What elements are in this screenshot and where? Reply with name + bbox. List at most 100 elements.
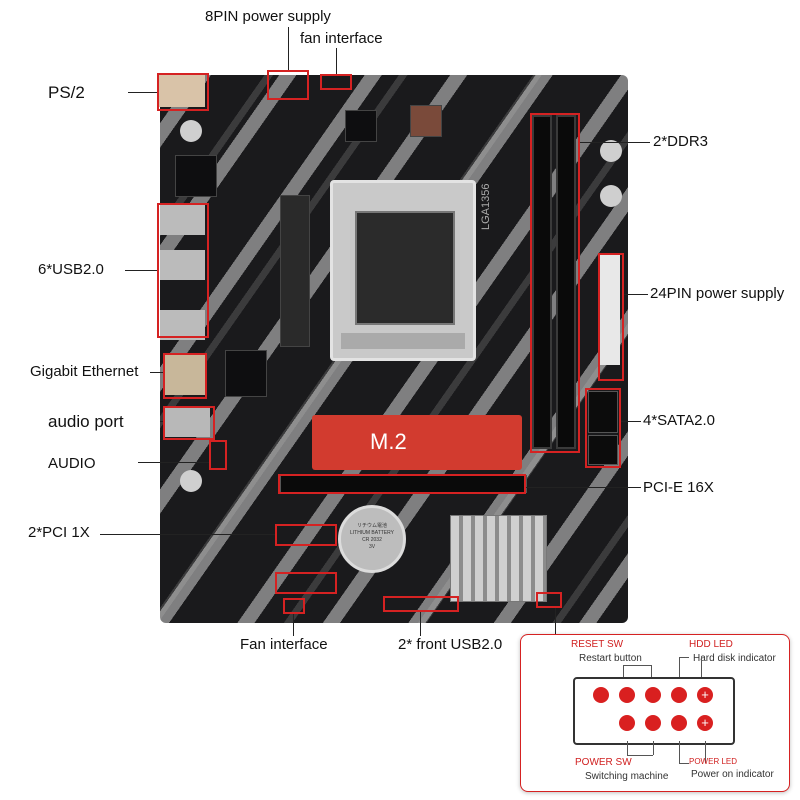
line-front-panel (555, 608, 556, 634)
power-led-label: POWER LED (689, 757, 738, 766)
sata-port (588, 435, 618, 465)
label-usb: 6*USB2.0 (38, 261, 104, 278)
line-pcie (526, 487, 641, 488)
line-ethernet (150, 372, 163, 373)
power-sw-label: POWER SW (575, 757, 632, 768)
ethernet-port (165, 355, 205, 395)
pin (671, 715, 687, 731)
24pin-connector (600, 255, 620, 365)
reset-sw-label: RESET SW (571, 639, 624, 650)
front-panel-box (536, 592, 562, 608)
usb-port (160, 205, 205, 235)
bracket-pled (679, 763, 689, 764)
label-sata: 4*SATA2.0 (643, 412, 715, 429)
line-pci1x (100, 534, 275, 535)
bracket-reset-l (623, 665, 624, 677)
ethernet-box (163, 353, 207, 399)
pin (645, 715, 661, 731)
line-usb (125, 270, 157, 271)
cpu-socket (330, 180, 476, 361)
audio-header-box (209, 440, 227, 470)
chip (225, 350, 267, 397)
line-audio (138, 462, 209, 463)
pin (619, 687, 635, 703)
ps2-port (157, 75, 205, 107)
pin (593, 687, 609, 703)
hdd-led-label: HDD LED (689, 639, 733, 650)
label-audio-port: audio port (48, 412, 124, 431)
pin (671, 687, 687, 703)
line-ps2 (128, 92, 157, 93)
pin (619, 715, 635, 731)
power-on-indicator-label: Power on indicator (691, 769, 774, 780)
ddr3-box (530, 113, 580, 453)
label-pci1x: 2*PCI 1X (28, 524, 90, 541)
battery-text-3: CR 2032 (362, 537, 382, 543)
capacitor (600, 140, 622, 162)
pci1x-box-1 (275, 524, 337, 546)
switching-machine-label: Switching machine (585, 771, 669, 782)
front-panel-diagram: RESET SW Restart button HDD LED Hard dis… (520, 634, 790, 792)
chip (175, 155, 217, 197)
bracket-reset-r (651, 665, 652, 677)
pin-plus-icon: + (697, 687, 713, 703)
bracket-hdd-r (701, 657, 702, 677)
battery-text-1: リチウム電池 (356, 523, 387, 529)
label-audio: AUDIO (48, 455, 96, 472)
label-8pin: 8PIN power supply (205, 8, 331, 25)
pin-header (573, 677, 735, 745)
line-fan-top (336, 48, 337, 74)
line-fan-bottom (293, 614, 294, 636)
capacitor (180, 120, 202, 142)
line-8pin (288, 27, 289, 70)
24pin-box (598, 253, 624, 381)
label-24pin: 24PIN power supply (650, 285, 785, 302)
label-fan-interface-bottom: Fan interface (240, 636, 328, 653)
chip (410, 105, 442, 137)
battery-text-2: LITHIUM BATTERY (350, 530, 394, 536)
label-ethernet: Gigabit Ethernet (30, 363, 139, 380)
line-24pin (624, 294, 648, 295)
bracket-hdd (679, 657, 689, 658)
audio-port-box (163, 406, 215, 440)
8pin-box (267, 70, 309, 100)
ddr3-slot (556, 115, 576, 449)
chipset-heatsink (450, 515, 547, 602)
pcie-box (278, 474, 526, 494)
pci1x-box-2 (275, 572, 337, 594)
pin-plus-icon: + (697, 715, 713, 731)
capacitor (600, 185, 622, 207)
bracket-pled-l (679, 741, 680, 763)
cmos-battery: リチウム電池 LITHIUM BATTERY CR 2032 3V (338, 505, 406, 573)
battery-text-4: 3V (368, 544, 376, 550)
fan-bottom-box (283, 598, 305, 614)
usb-port (160, 310, 205, 340)
label-pcie: PCI-E 16X (643, 479, 714, 496)
chip (280, 195, 310, 347)
bracket-power-r (653, 741, 654, 755)
sata-port (588, 391, 618, 433)
ps2-box (157, 73, 209, 111)
usb-port (160, 250, 205, 280)
ddr3-slot (532, 115, 552, 449)
label-front-usb: 2* front USB2.0 (398, 636, 503, 653)
m2-label: M.2 (370, 429, 407, 454)
bracket-power-l (627, 741, 628, 755)
fan-top-box (320, 74, 352, 90)
m2-slot: M.2 (312, 415, 522, 470)
chip (345, 110, 377, 142)
bracket-reset (623, 665, 651, 666)
hard-disk-indicator-label: Hard disk indicator (693, 653, 776, 664)
bracket-hdd-l (679, 657, 680, 677)
line-sata (621, 421, 641, 422)
line-audio-port (160, 421, 163, 422)
line-front-usb (420, 612, 421, 636)
audio-jack (165, 407, 210, 437)
front-usb-box (383, 596, 459, 612)
label-fan-interface-top: fan interface (300, 30, 383, 47)
bracket-pled-r (705, 741, 706, 763)
line-ddr3 (580, 142, 650, 143)
pin (645, 687, 661, 703)
label-ddr3: 2*DDR3 (653, 133, 709, 150)
capacitor (180, 470, 202, 492)
